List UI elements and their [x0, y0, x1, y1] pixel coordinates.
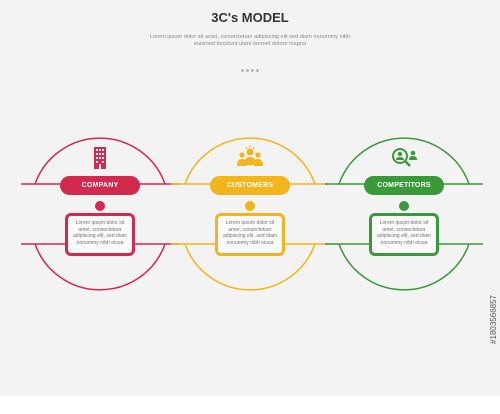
card-label-pill: CUSTOMERS: [210, 176, 290, 195]
card-text-box: Lorem ipsum dolor sit amet, consectetuer…: [369, 213, 439, 256]
decorative-dots: [0, 59, 500, 77]
building-icon: [94, 147, 106, 169]
connector-dot: [399, 201, 409, 211]
card-text-box: Lorem ipsum dolor sit amet, consectetuer…: [215, 213, 285, 256]
connector-dot: [245, 201, 255, 211]
card-frame: [325, 137, 483, 291]
group-icon: [237, 145, 263, 166]
card-frame: [171, 137, 329, 291]
card-competitors: COMPETITORS Lorem ipsum dolor sit amet, …: [319, 0, 489, 414]
page-subtitle: Lorem ipsum dolor sit amet, consectetuer…: [149, 34, 351, 48]
card-company: COMPANY Lorem ipsum dolor sit amet, cons…: [15, 0, 185, 414]
card-body-text: Lorem ipsum dolor sit amet, consectetuer…: [72, 220, 128, 246]
card-body-text: Lorem ipsum dolor sit amet, consectetuer…: [222, 220, 278, 246]
card-body-text: Lorem ipsum dolor sit amet, consectetuer…: [376, 220, 432, 246]
card-text-box: Lorem ipsum dolor sit amet, consectetuer…: [65, 213, 135, 256]
card-frame: [21, 137, 179, 291]
footer-strip: [0, 396, 500, 414]
watermark-id: #1803566857: [489, 295, 498, 344]
connector-dot: [95, 201, 105, 211]
card-label-pill: COMPETITORS: [364, 176, 444, 195]
card-label-pill: COMPANY: [60, 176, 140, 195]
card-customers: CUSTOMERS Lorem ipsum dolor sit amet, co…: [165, 0, 335, 414]
search-people-icon: [392, 148, 417, 167]
page-title: 3C's MODEL: [211, 10, 289, 25]
